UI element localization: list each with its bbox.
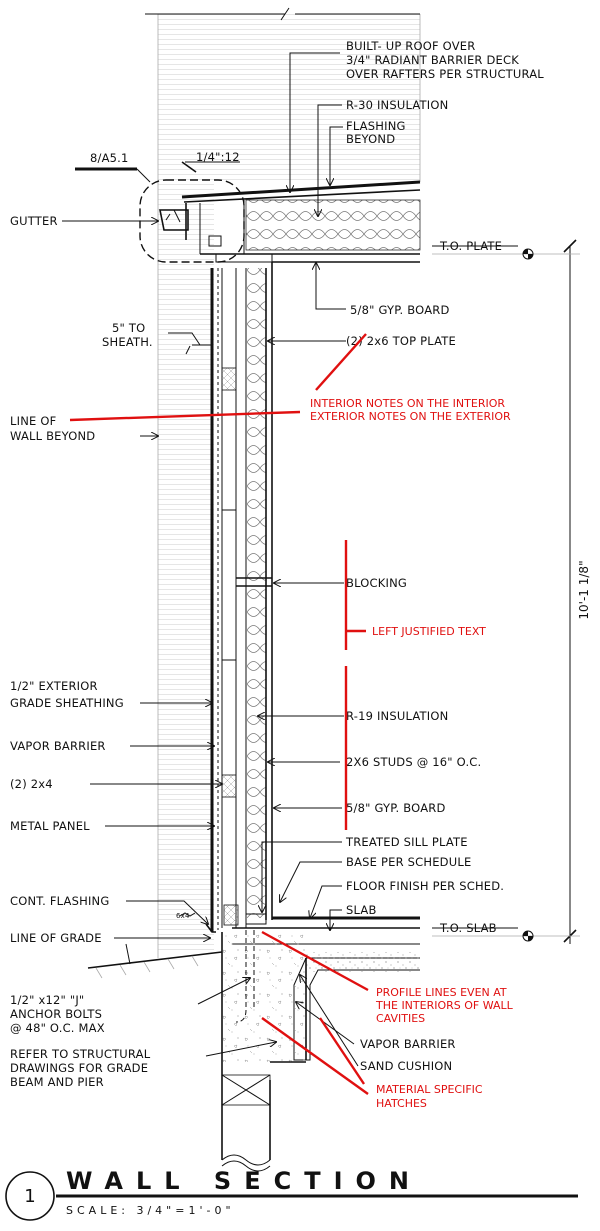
label-small-tag: 6x4 — [176, 912, 190, 920]
label-sill-plate: TREATED SILL PLATE — [345, 835, 468, 849]
note-interior-2: EXTERIOR NOTES ON THE EXTERIOR — [310, 410, 511, 423]
label-r30: R-30 INSULATION — [346, 98, 448, 112]
label-structural-3: BEAM AND PIER — [10, 1075, 104, 1089]
label-vapor-barrier: VAPOR BARRIER — [10, 739, 106, 753]
slab — [232, 916, 420, 1061]
label-sheath-2: SHEATH. — [102, 335, 153, 349]
label-sand: SAND CUSHION — [360, 1059, 452, 1073]
dimension-line: 10'-1 1/8" — [432, 239, 591, 944]
note-profile-2: THE INTERIORS OF WALL — [375, 999, 514, 1012]
label-wall-beyond-2: WALL BEYOND — [10, 429, 95, 443]
roof-slope: 1/4":12 — [196, 150, 240, 164]
drawing-title: WALL SECTION — [66, 1167, 422, 1195]
label-roof-1: BUILT- UP ROOF OVER — [346, 39, 475, 53]
label-grade: LINE OF GRADE — [10, 931, 102, 945]
note-profile-3: CAVITIES — [376, 1012, 425, 1025]
leaders — [62, 52, 518, 1067]
label-gyp-bottom: 5/8" GYP. BOARD — [346, 801, 446, 815]
label-metal-panel: METAL PANEL — [10, 819, 90, 833]
label-roof-3: OVER RAFTERS PER STRUCTURAL — [346, 67, 544, 81]
title-block: 1 WALL SECTION SCALE: 3/4"=1'-0" — [5, 1167, 578, 1221]
wall-assembly — [205, 262, 273, 933]
label-top-plate: (2) 2x6 TOP PLATE — [346, 334, 456, 348]
note-profile-1: PROFILE LINES EVEN AT — [376, 986, 507, 999]
label-r19: R-19 INSULATION — [346, 709, 448, 723]
label-anchor-3: @ 48" O.C. MAX — [10, 1021, 105, 1035]
label-wall-beyond-1: LINE OF — [10, 414, 56, 428]
detail-number: 1 — [24, 1186, 35, 1207]
redline-markups: INTERIOR NOTES ON THE INTERIOR EXTERIOR … — [69, 333, 514, 1110]
label-roof-2: 3/4" RADIANT BARRIER DECK — [346, 53, 519, 67]
detail-tag: 8/A5.1 — [90, 151, 129, 165]
note-left-justified: LEFT JUSTIFIED TEXT — [372, 625, 486, 638]
label-blocking: BLOCKING — [346, 576, 407, 590]
label-flashing-2: BEYOND — [346, 132, 395, 146]
label-sheathing-2: GRADE SHEATHING — [10, 696, 124, 710]
label-anchor-1: 1/2" x12" "J" — [10, 993, 84, 1007]
label-floor-finish: FLOOR FINISH PER SCHED. — [346, 879, 504, 893]
label-sheath-1: 5" TO — [112, 321, 145, 335]
note-hatches-1: MATERIAL SPECIFIC — [376, 1083, 483, 1096]
detail-number-circle — [5, 1171, 55, 1221]
siding-beyond — [145, 7, 421, 958]
label-studs: 2X6 STUDS @ 16" O.C. — [346, 755, 481, 769]
grade-line — [87, 951, 223, 979]
drawing-scale: SCALE: 3/4"=1'-0" — [66, 1204, 235, 1217]
note-hatches-2: HATCHES — [376, 1097, 427, 1110]
roof-assembly — [181, 180, 421, 263]
label-anchor-2: ANCHOR BOLTS — [10, 1007, 102, 1021]
label-flashing-1: FLASHING — [346, 119, 406, 133]
label-2x4: (2) 2x4 — [10, 777, 53, 791]
label-cont-flashing: CONT. FLASHING — [10, 894, 109, 908]
label-to-slab: T.O. SLAB — [439, 921, 497, 935]
label-vapor-barrier-2: VAPOR BARRIER — [360, 1037, 456, 1051]
label-slab: SLAB — [346, 903, 377, 917]
note-interior-1: INTERIOR NOTES ON THE INTERIOR — [310, 397, 505, 410]
label-structural-2: DRAWINGS FOR GRADE — [10, 1061, 148, 1075]
overall-dimension: 10'-1 1/8" — [577, 560, 591, 619]
label-to-plate: T.O. PLATE — [439, 239, 502, 253]
label-gyp-top: 5/8" GYP. BOARD — [350, 303, 450, 317]
label-gutter: GUTTER — [10, 214, 58, 228]
label-structural-1: REFER TO STRUCTURAL — [10, 1047, 151, 1061]
notes: 8/A5.1 1/4":12 BUILT- UP ROOF OVER 3/4" … — [10, 39, 544, 1089]
label-sheathing-1: 1/2" EXTERIOR — [10, 679, 98, 693]
label-base: BASE PER SCHEDULE — [346, 855, 471, 869]
